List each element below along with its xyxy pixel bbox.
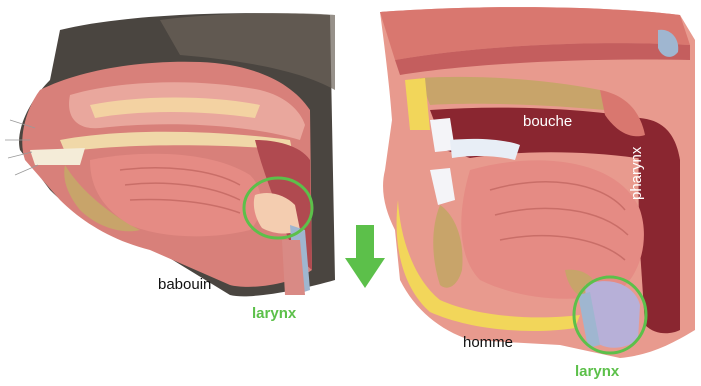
human-head-section	[380, 7, 695, 358]
label-babouin: babouin	[158, 276, 211, 293]
label-bouche: bouche	[523, 113, 572, 130]
down-arrow-icon	[345, 225, 385, 288]
label-pharynx: pharynx	[628, 147, 645, 200]
baboon-head-section	[5, 13, 335, 296]
label-homme: homme	[463, 334, 513, 351]
label-larynx-human: larynx	[575, 363, 619, 380]
label-larynx-baboon: larynx	[252, 305, 296, 322]
